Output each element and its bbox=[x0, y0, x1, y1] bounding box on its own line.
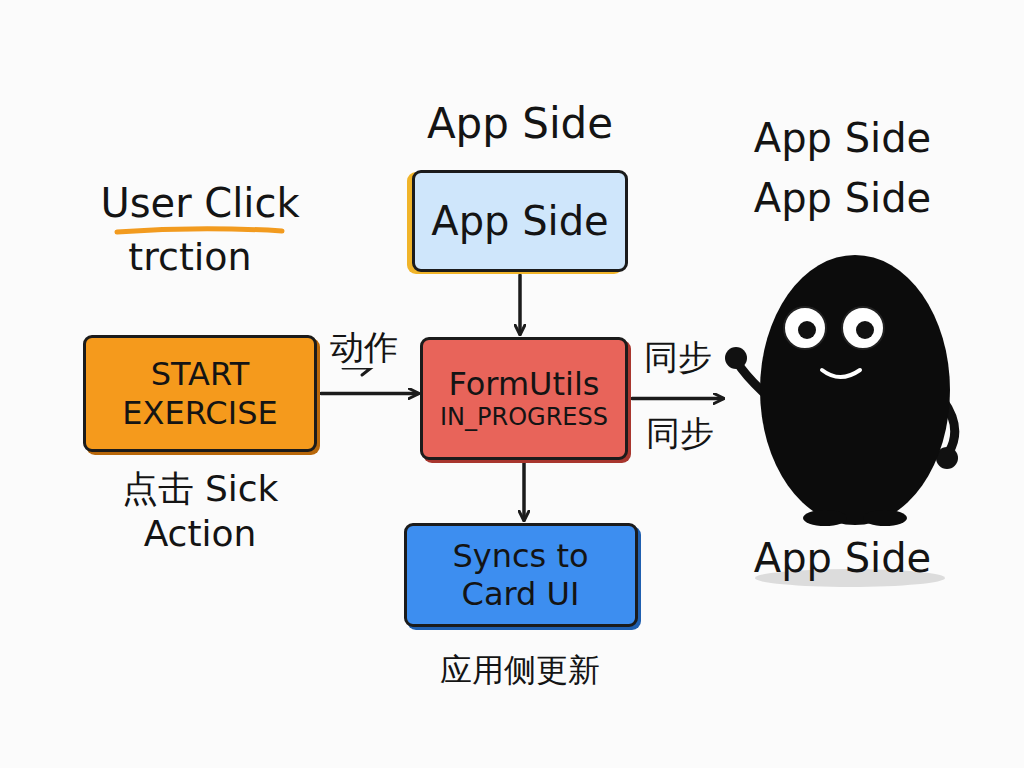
pupil bbox=[856, 321, 874, 339]
highlight-underline bbox=[117, 229, 282, 232]
note-label: 应用侧更新 bbox=[440, 650, 600, 690]
flow-arrow bbox=[518, 275, 522, 334]
edge-label: 动作 bbox=[327, 326, 401, 369]
action-label: User Click bbox=[100, 178, 299, 228]
sync-label: 同步 bbox=[646, 412, 714, 455]
box-text: Syncs to Card UI bbox=[421, 537, 621, 614]
character-caption: App Side bbox=[725, 528, 960, 588]
process-box: FormUtilsIN_PROGRESS bbox=[420, 337, 628, 460]
eye bbox=[784, 307, 826, 349]
foot bbox=[803, 510, 847, 526]
process-box: App Side bbox=[412, 170, 628, 272]
smile bbox=[822, 370, 860, 377]
body bbox=[760, 255, 950, 525]
heading-label: App Side bbox=[427, 98, 613, 151]
foot bbox=[863, 510, 907, 526]
box-text: FormUtils bbox=[448, 365, 599, 403]
box-text: START EXERCISE bbox=[100, 355, 300, 432]
start-button-box: START EXERCISE bbox=[83, 335, 317, 452]
eye bbox=[842, 307, 884, 349]
note-label: 点击 Sick Action bbox=[93, 466, 308, 556]
box-text: IN_PROGRESS bbox=[440, 403, 608, 432]
flow-arrow bbox=[321, 392, 418, 396]
action-label: trction bbox=[128, 234, 251, 282]
flow-arrow bbox=[632, 397, 723, 401]
mascot-illustration bbox=[725, 100, 960, 590]
mascot-character: App Side App SideApp Side bbox=[725, 100, 960, 590]
edge-label: 同步 bbox=[641, 336, 715, 379]
pupil bbox=[798, 321, 816, 339]
box-text: App Side bbox=[431, 197, 608, 245]
process-box: Syncs to Card UI bbox=[404, 523, 638, 627]
hand bbox=[725, 347, 747, 369]
character-caption: App Side App Side bbox=[725, 108, 960, 228]
flow-arrow bbox=[522, 463, 526, 520]
